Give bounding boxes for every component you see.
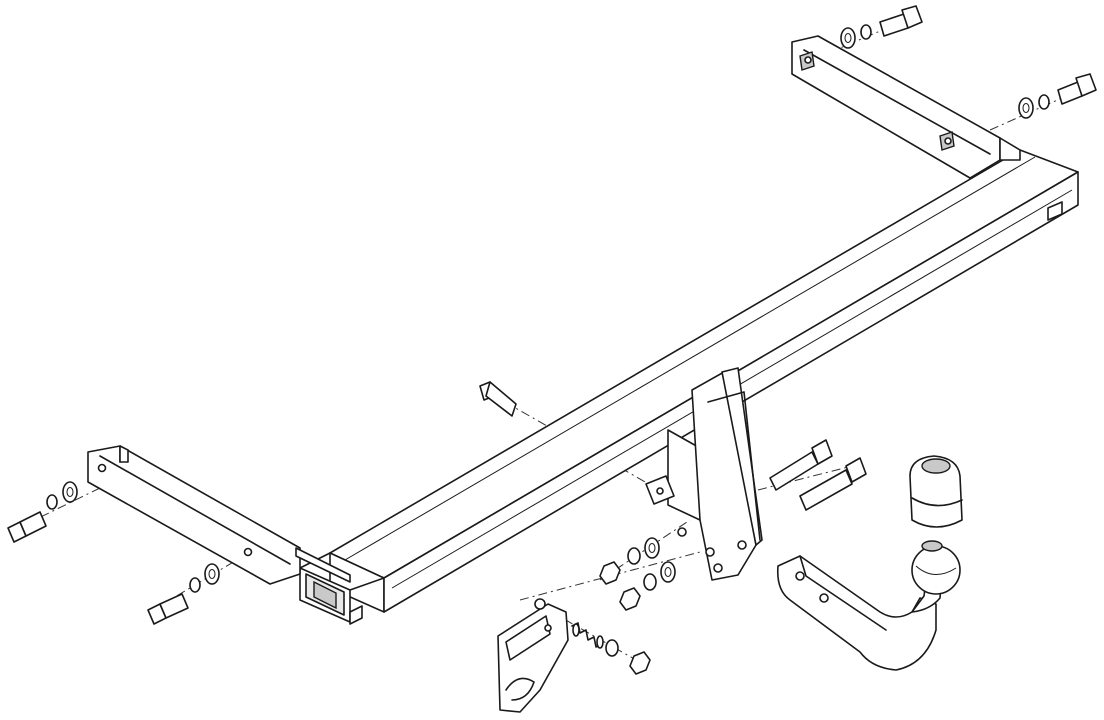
tow-ball-neck (776, 540, 961, 671)
nuts (599, 561, 651, 675)
center-mount-plate (645, 367, 763, 581)
bolt-right-upper (879, 5, 923, 37)
bolt-left-upper (7, 511, 47, 543)
spring (571, 622, 604, 649)
bolts (7, 5, 1097, 625)
bolt-plate-1 (769, 439, 833, 491)
crossbar (299, 149, 1079, 625)
washers (46, 24, 1050, 657)
socket-bracket (497, 598, 604, 713)
bolt-left-lower (147, 593, 189, 625)
bolt-plate-2 (799, 457, 867, 511)
ball-cover-cap (909, 455, 963, 528)
bolt-right-lower (1057, 73, 1097, 105)
left-bracket (87, 445, 351, 585)
right-bracket (791, 35, 1021, 179)
bolt-center-long (479, 381, 517, 417)
